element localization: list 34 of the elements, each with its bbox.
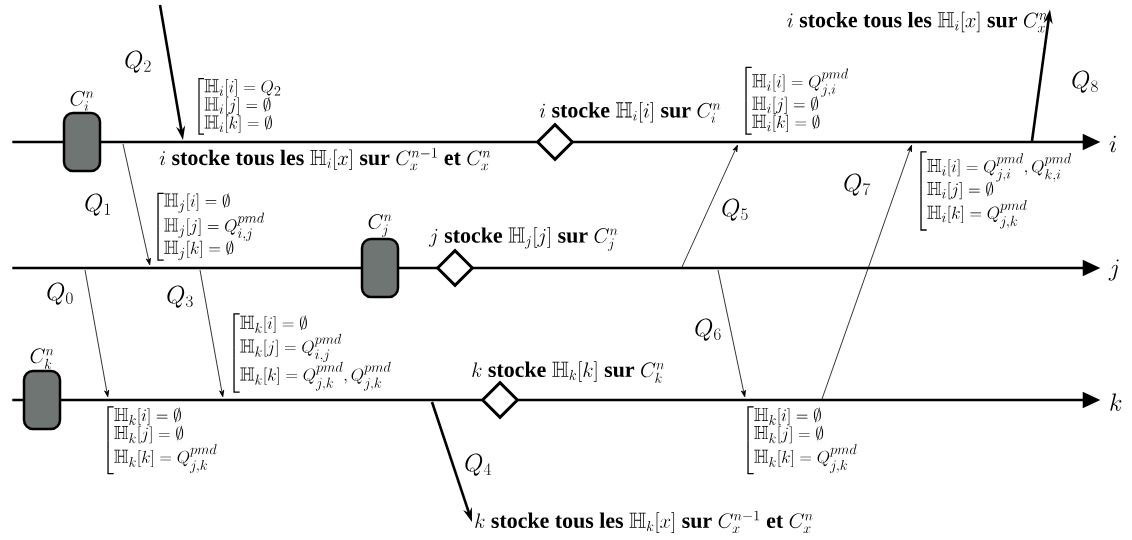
process-label: $i$ [1109,135,1116,153]
state-bracket: $\left[\begin{array}{@{}l@{}}\mathbb{H}_k[i]=\emptyset\\ \mathbb{H}_k[j]=\emptyset\\ \mathbb{H}_k[k]=Q^{pmd}_{j,k}\end{array}\right.$ [107,406,217,475]
message-arrow [199,269,225,398]
edge-label: $Q_7$ [844,173,871,196]
checkpoint-label: $C_j^n$ [368,214,392,237]
message-arrow [717,269,746,398]
state-bracket: $\left[\begin{array}{@{}l@{}}\mathbb{H}_j[i]=\emptyset\\ \mathbb{H}_j[j]=Q^{pmd}_{i,j}\\ \mathbb{H}_j[k]=\emptyset\end{array}\right.$ [157,192,265,261]
message-arrow [84,269,110,398]
checkpoint-label: $C_i^n$ [70,90,94,111]
state-bracket: $\left[\begin{array}{@{}l@{}}\mathbb{H}_k[i]=\emptyset\\ \mathbb{H}_k[j]=Q^{pmd}_{i,j}\\ \mathbb{H}_k[k]=Q^{pmd}_{j,k},Q^{pmd}_{j,k}\end{array}\right.$ [233,313,391,393]
annotation-text: $j\textbf{ stocke }\mathbb{H}_j[j]\textbf{ sur }C_j^n$ [428,227,618,251]
annotation-text: $i\textbf{ stocke tous les }\mathbb{H}_i[x]\textbf{ sur }C_x^{n-1}\textbf{ et }C_x^n$ [159,147,491,171]
edge-label: $Q_5$ [722,198,748,221]
annotation-text: $i\textbf{ stocke tous les }\mathbb{H}_i[x]\textbf{ sur }C_x^n$ [787,11,1047,33]
annotation-text: $i\textbf{ stocke }\mathbb{H}_i[i]\textbf{ sur }C_i^n$ [539,101,721,123]
process-label: $j$ [1108,259,1119,281]
edge-label: $Q_2$ [125,50,151,73]
message-arrow [821,144,912,400]
message-arrow [681,144,738,268]
state-bracket: $\left[\begin{array}{@{}l@{}}\mathbb{H}_i[i]=Q^{pmd}_{j,i},Q^{pmd}_{k,i}\\ \mathbb{H}_i[j]=\emptyset\\ \mathbb{H}_i[k]=Q^{pmd}_{j,k}\end{array}\right.$ [920,151,1072,231]
edge-label: $Q_8$ [1072,70,1098,93]
edge-label: $Q_4$ [465,453,491,476]
annotation-text: $k\textbf{ stocke }\mathbb{H}_k[k]\textbf{ sur }C_k^n$ [472,361,664,383]
edge-label: $Q_0$ [47,282,73,305]
annotation-text: $k\textbf{ stocke tous les }\mathbb{H}_k[x]\textbf{ sur }C_x^{n-1}\textbf{ et }C_x^n$ [475,510,813,534]
process-label: $k$ [1110,393,1122,411]
edge-label: $Q_1$ [85,193,111,216]
edge-label: $Q_6$ [695,318,721,341]
checkpoint-label: $C_k^n$ [30,348,54,369]
edge-label: $Q_3$ [167,285,193,308]
state-bracket: $\left[\begin{array}{@{}l@{}}\mathbb{H}_i[i]=Q_2\\ \mathbb{H}_i[j]=\emptyset\\ \mathbb{H}_i[k]=\emptyset\end{array}\right.$ [198,78,281,135]
state-bracket: $\left[\begin{array}{@{}l@{}}\mathbb{H}_i[i]=Q^{pmd}_{j,i}\\ \mathbb{H}_i[j]=\emptyset\\ \mathbb{H}_i[k]=\emptyset\end{array}\right.$ [745,66,849,135]
message-arrow [122,143,151,266]
state-bracket: $\left[\begin{array}{@{}l@{}}\mathbb{H}_k[i]=\emptyset\\ \mathbb{H}_k[j]=\emptyset\\ \mathbb{H}_k[k]=Q^{pmd}_{j,k}\end{array}\right.$ [747,406,857,475]
